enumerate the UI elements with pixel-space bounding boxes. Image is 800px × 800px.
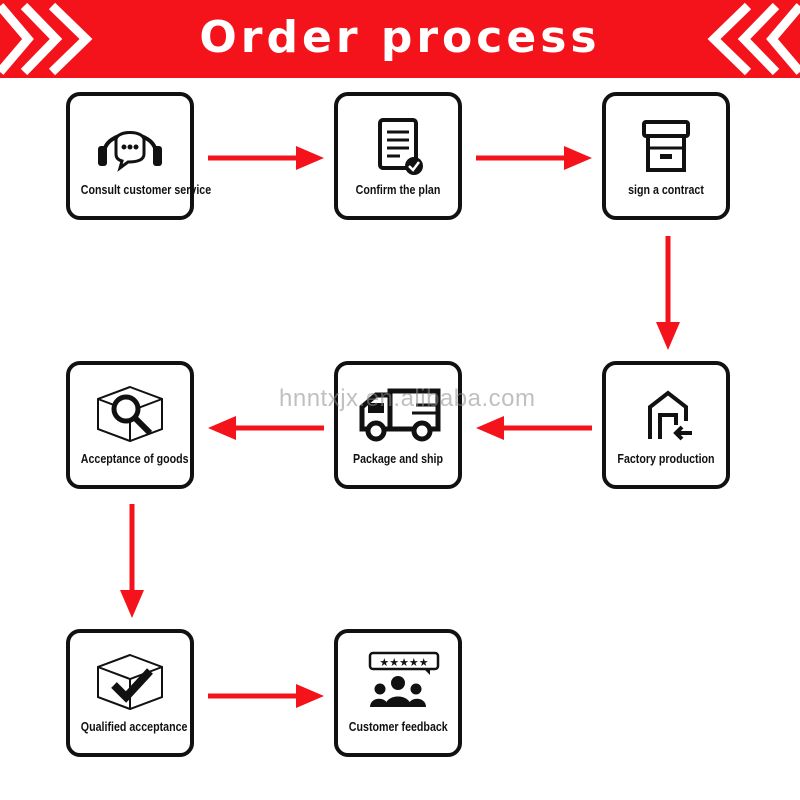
arrow-6-to-7 xyxy=(120,504,144,618)
step-label: sign a contract xyxy=(628,182,704,197)
box-magnifier-icon xyxy=(97,385,163,443)
arrow-4-to-5 xyxy=(476,416,592,440)
step-label: Factory production xyxy=(617,451,715,466)
step-label: Package and ship xyxy=(352,451,444,466)
step-confirm-the-plan: Confirm the plan xyxy=(334,92,462,220)
box-checkmark-icon xyxy=(97,653,163,711)
step-label: Qualified acceptance xyxy=(80,719,188,734)
page-title: Order process xyxy=(199,12,601,63)
step-label: Acceptance of goods xyxy=(80,451,189,466)
headset-chat-icon xyxy=(98,131,162,172)
step-sign-a-contract: sign a contract xyxy=(602,92,730,220)
arrow-7-to-8 xyxy=(208,684,324,708)
step-acceptance-of-goods: Acceptance of goods xyxy=(66,361,194,489)
arrow-1-to-2 xyxy=(208,146,324,170)
rating-stars: ★★★★★ xyxy=(379,656,428,669)
step-label: Confirm the plan xyxy=(355,182,441,197)
left-chevrons-icon xyxy=(0,2,93,76)
step-package-and-ship: Package and ship xyxy=(334,361,462,489)
step-consult-customer-service: Consult customer service xyxy=(66,92,212,220)
arrow-5-to-6 xyxy=(208,416,324,440)
filing-cabinet-icon xyxy=(642,120,690,172)
header-banner xyxy=(0,0,800,78)
step-label: Consult customer service xyxy=(80,182,212,197)
delivery-truck-icon xyxy=(359,388,441,442)
step-label: Customer feedback xyxy=(348,719,448,734)
arrow-3-to-4 xyxy=(656,236,680,350)
factory-house-arrow-icon xyxy=(648,390,692,441)
step-qualified-acceptance: Qualified acceptance xyxy=(66,629,194,757)
right-chevrons-icon xyxy=(707,2,800,76)
step-factory-production: Factory production xyxy=(602,361,730,489)
checked-document-icon xyxy=(378,118,423,175)
rating-group-icon: ★★★★★ xyxy=(368,651,440,707)
watermark: hnntxjx.en.alibaba.com xyxy=(279,385,536,412)
step-customer-feedback: ★★★★★ Customer feedback xyxy=(334,629,462,757)
arrow-2-to-3 xyxy=(476,146,592,170)
